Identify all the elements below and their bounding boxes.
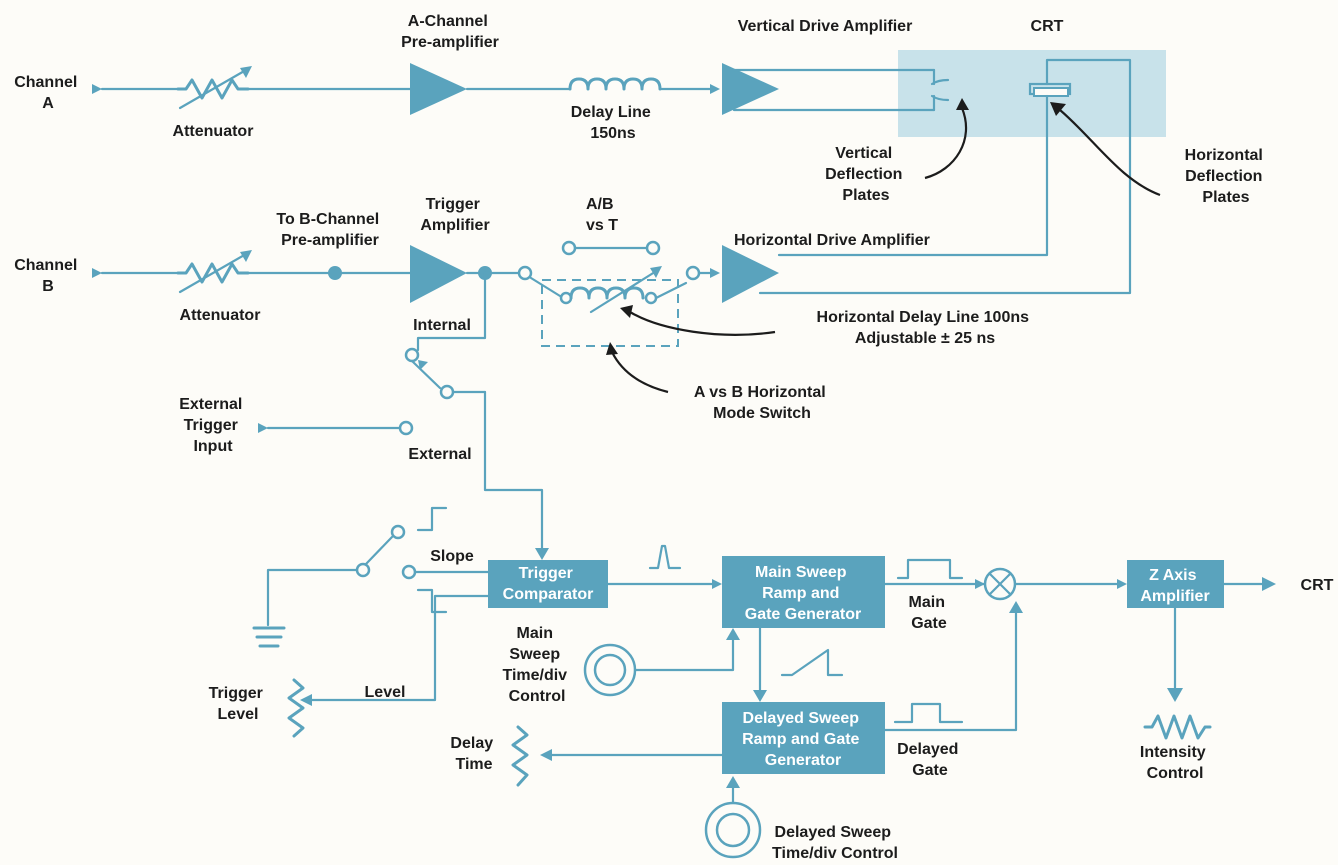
label-delayed-sweep-control: Delayed Sweep Time/div Control xyxy=(772,824,898,862)
label-vertical-plates: Vertical Deflection Plates xyxy=(825,145,907,204)
label-slope: Slope xyxy=(430,548,474,565)
trigger-comparator-box xyxy=(488,560,608,608)
channel-a-to-vertical-arrow-icon xyxy=(710,84,720,94)
label-channel-b: Channel B xyxy=(14,257,82,295)
label-horizontal-drive: Horizontal Drive Amplifier xyxy=(734,232,930,249)
horizontal-drive-triangle xyxy=(722,245,779,303)
h-delay-pointer-arrow xyxy=(629,311,776,336)
delay-line-coil-icon xyxy=(568,77,662,91)
main-sweep-gen-label: Main Sweep Ramp and Gate Generator xyxy=(745,564,861,623)
a-preamp-triangle xyxy=(410,63,467,115)
external-trigger-arrow-icon xyxy=(258,423,268,433)
mode-switch-contact-left xyxy=(517,265,533,281)
horizontal-deflection-plates-icon xyxy=(1028,82,1072,97)
horizontal-plates-pointer-arrow xyxy=(1059,109,1161,197)
label-a-preamp: A-Channel Pre-amplifier xyxy=(401,13,499,51)
label-attenuator-b: Attenuator xyxy=(180,307,261,324)
label-main-gate: Main Gate xyxy=(909,594,950,632)
vertical-plates-pointer-arrow xyxy=(924,107,968,180)
delayed-sweep-knob-arrow-icon xyxy=(726,776,740,788)
delayed-gate-to-mixer-arrow-icon xyxy=(1009,601,1023,613)
delay-time-pot-icon xyxy=(511,725,529,787)
vertical-drive-triangle xyxy=(722,63,779,115)
attenuator-a-icon xyxy=(176,66,252,110)
label-ab-vs-t: A/B vs T xyxy=(586,196,618,234)
delayed-sweep-knob-icon xyxy=(704,801,762,859)
intensity-pot-icon xyxy=(1143,714,1212,740)
main-sweep-generator-box xyxy=(722,556,885,628)
mixer-icon xyxy=(983,567,1017,601)
z-axis-amplifier-box xyxy=(1127,560,1224,608)
intensity-arrow-icon xyxy=(1167,688,1183,702)
delay-time-arrow-icon xyxy=(540,749,552,761)
trigger-amp-triangle xyxy=(410,245,467,303)
mode-switch-pointer-arrow xyxy=(611,351,669,394)
label-channel-a: Channel A xyxy=(14,74,82,112)
label-main-sweep-control: Main Sweep Time/div Control xyxy=(502,625,571,705)
horizontal-delay-coil-icon xyxy=(569,286,645,300)
main-to-delayed-arrow-icon xyxy=(753,690,767,702)
pulse-waveform-icon xyxy=(648,544,682,570)
label-vertical-drive: Vertical Drive Amplifier xyxy=(738,18,913,35)
label-internal: Internal xyxy=(413,317,471,334)
label-attenuator-a: Attenuator xyxy=(173,123,254,140)
label-delay-time: Delay Time xyxy=(450,735,497,773)
label-crt-out: CRT xyxy=(1301,577,1334,594)
label-delay-line: Delay Line 150ns xyxy=(571,104,655,142)
label-crt: CRT xyxy=(1031,18,1064,35)
attenuator-b-icon xyxy=(176,250,252,294)
label-level: Level xyxy=(365,684,406,701)
label-delayed-gate: Delayed Gate xyxy=(897,741,963,779)
level-arrow-icon xyxy=(300,694,312,706)
label-horizontal-plates: Horizontal Deflection Plates xyxy=(1185,147,1268,206)
vertical-deflection-plates-icon xyxy=(930,68,950,112)
ramp-waveform-icon xyxy=(780,648,844,677)
label-mode-switch: A vs B Horizontal Mode Switch xyxy=(694,384,830,422)
z-axis-label: Z Axis Amplifier xyxy=(1140,567,1209,605)
delayed-sweep-generator-box xyxy=(722,702,885,774)
label-trigger-amp: Trigger Amplifier xyxy=(420,196,489,234)
label-intensity: Intensity Control xyxy=(1140,744,1210,782)
label-external-trigger: External Trigger Input xyxy=(179,396,247,455)
trigger-level-pot-icon xyxy=(287,678,305,738)
delayed-gate-waveform-icon xyxy=(893,702,964,724)
main-gate-waveform-icon xyxy=(896,558,964,580)
ground-icon xyxy=(252,626,286,648)
slope-positive-icon xyxy=(416,506,448,532)
channel-a-input-arrow-icon xyxy=(92,84,102,94)
trigger-comparator-input-arrow-icon xyxy=(535,548,549,560)
main-sweep-knob-icon xyxy=(583,643,637,697)
delayed-sweep-gen-label: Delayed Sweep Ramp and Gate Generator xyxy=(742,710,864,769)
label-to-b-preamp: To B-Channel Pre-amplifier xyxy=(276,211,383,249)
label-external: External xyxy=(408,446,471,463)
slope-negative-icon xyxy=(416,588,448,614)
label-trigger-level: Trigger Level xyxy=(209,685,268,723)
trigger-comparator-label: Trigger Comparator xyxy=(503,565,594,603)
channel-b-input-arrow-icon xyxy=(92,268,102,278)
label-h-delay-line: Horizontal Delay Line 100ns Adjustable ±… xyxy=(817,309,1034,347)
main-sweep-knob-arrow-icon xyxy=(726,628,740,640)
crt-output-arrow-icon xyxy=(1262,577,1276,591)
b-preamp-junction-dot xyxy=(328,266,342,280)
